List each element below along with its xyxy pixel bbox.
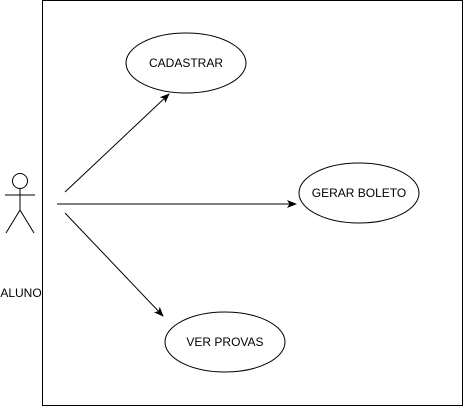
use-case-ver-provas-label: VER PROVAS <box>186 335 263 349</box>
actor-figure <box>5 173 35 234</box>
use-case-gerar-boleto-ellipse <box>298 162 420 224</box>
use-case-cadastrar-ellipse <box>125 32 247 94</box>
use-case-gerar-boleto[interactable]: GERAR BOLETO <box>298 162 420 224</box>
actor-right-leg <box>19 209 35 234</box>
use-case-cadastrar-label: CADASTRAR <box>149 56 223 70</box>
use-case-gerar-boleto-label: GERAR BOLETO <box>312 186 406 200</box>
actor-head <box>12 173 28 189</box>
use-case-ver-provas-ellipse <box>164 311 286 373</box>
use-case-cadastrar[interactable]: CADASTRAR <box>125 32 247 94</box>
actor-left-leg <box>5 209 21 234</box>
association-ver-provas-arrow <box>64 212 164 317</box>
association-cadastrar-arrow <box>64 93 170 193</box>
use-case-ver-provas[interactable]: VER PROVAS <box>164 311 286 373</box>
actor-label: ALUNO <box>0 286 41 300</box>
